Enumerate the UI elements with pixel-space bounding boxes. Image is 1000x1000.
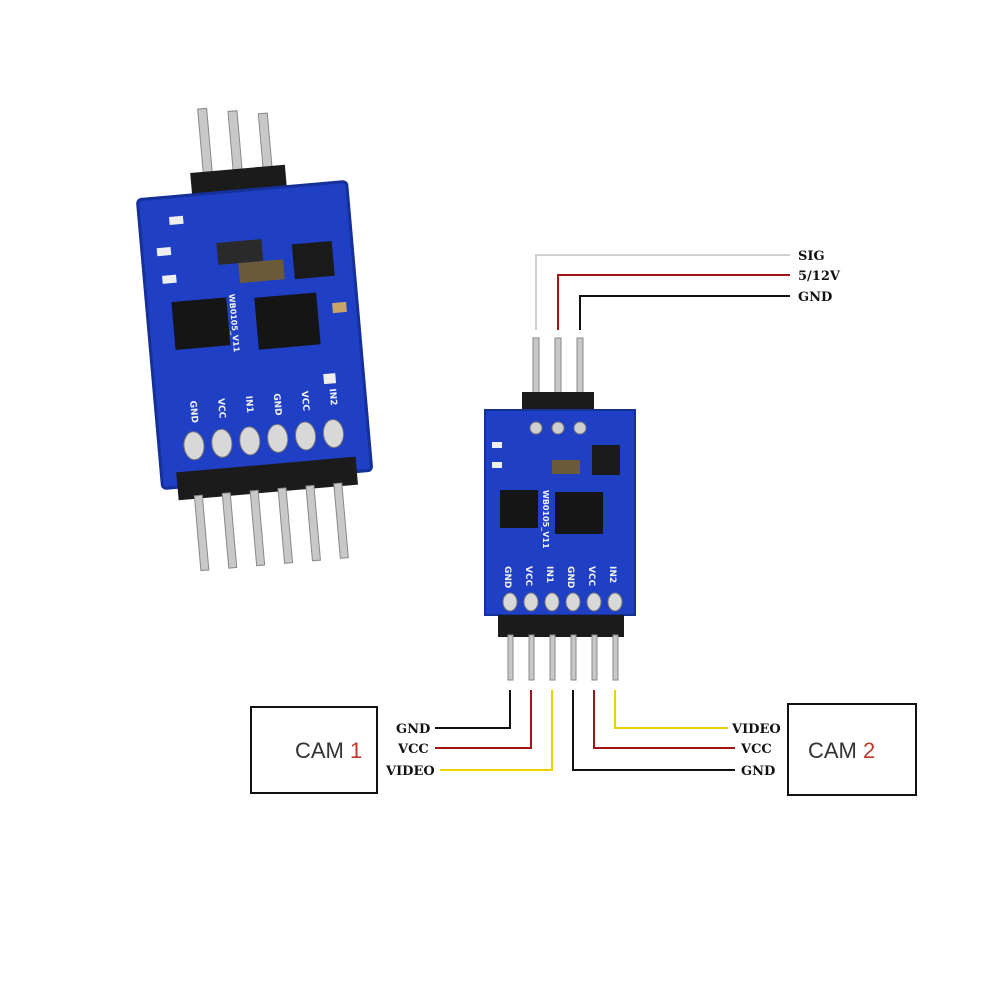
label-control-gnd: GND [798,290,832,305]
power-wire [557,274,790,330]
angled-solder-pads [183,419,344,461]
cam2-label-gnd: GND [741,764,775,779]
solder-pads [502,592,623,612]
sig-wire [535,254,790,330]
cam1-label-vcc: VCC [397,742,429,757]
svg-text:VCC: VCC [523,566,533,587]
cam1-label-gnd: GND [396,722,430,737]
label-sig: SIG [798,249,825,264]
bottom-header-pins [193,482,349,572]
svg-text:VCC: VCC [586,566,596,587]
chip-left [171,297,231,350]
label-5-12v: 5/12V [798,269,841,284]
svg-text:CAM 2: CAM 2 [808,738,875,763]
module-diagram: WB0105_V11 GND VCC IN1 GND VCC IN2 [484,337,636,681]
svg-text:VCC: VCC [215,398,227,419]
control-wires [535,254,790,330]
cam2-label-vcc: VCC [740,742,772,757]
chip-right [254,292,321,350]
svg-text:IN1: IN1 [243,395,254,413]
cam1-label-video: VIDEO [385,764,435,779]
svg-text:IN2: IN2 [607,566,617,583]
ground-wire [579,295,790,330]
svg-text:GND: GND [502,566,512,588]
svg-text:CAM 1: CAM 1 [295,738,362,763]
svg-text:GND: GND [271,393,283,416]
cam1-box: CAM 1 [250,706,378,794]
cam2-wires [572,690,735,771]
angled-pin-labels: GND VCC IN1 GND VCC IN2 [187,388,338,423]
svg-text:GND: GND [187,400,199,423]
pin-labels: GND VCC IN1 GND VCC IN2 [502,566,617,588]
cam1-wires [435,690,553,771]
svg-text:IN1: IN1 [544,566,554,583]
chip-left-diagram [500,490,538,528]
cam2-label-video: VIDEO [731,722,781,737]
bottom-pins-diagram [507,634,619,681]
chip-right-diagram [555,492,603,534]
board-marking: WB0105_V11 [541,490,550,549]
svg-text:GND: GND [565,566,575,588]
svg-text:VCC: VCC [299,391,311,412]
cam2-box: CAM 2 [787,703,917,796]
module-photo-angled: GND VCC IN1 GND VCC IN2 WB0105_V11 [136,107,373,572]
svg-text:IN2: IN2 [327,388,338,406]
